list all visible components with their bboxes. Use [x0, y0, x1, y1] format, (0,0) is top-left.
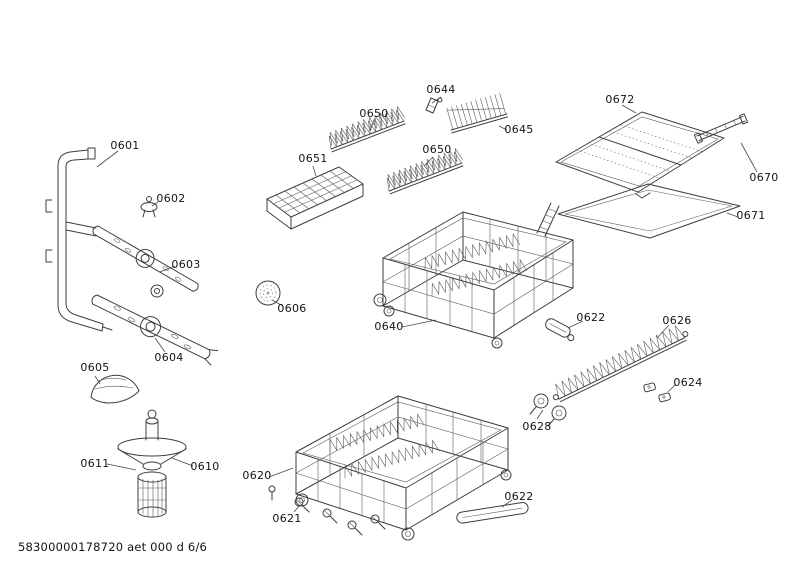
part-label-0628: 0628	[522, 420, 551, 433]
part-label-0601: 0601	[110, 139, 139, 152]
arm-bearing-drawing	[150, 284, 164, 298]
upper-spray-arm-drawing	[92, 225, 199, 292]
tine-rack-drawing-a	[325, 104, 406, 153]
lower-basket-drawing	[268, 395, 512, 541]
part-label-0621: 0621	[272, 512, 301, 525]
small-grid-tray-drawing	[266, 166, 364, 230]
part-label-0644: 0644	[426, 83, 455, 96]
cutlery-drawer-drawing	[555, 111, 725, 199]
plate-rack-drawing	[446, 92, 509, 134]
upper-basket-drawing	[373, 211, 574, 349]
bearing-cap-drawing	[545, 318, 575, 342]
part-labels: 0601 0602 0603 0604 0605 0606 0611 0610 …	[80, 83, 778, 525]
rail-drawing-0670	[693, 113, 749, 144]
part-label-0605: 0605	[80, 361, 109, 374]
part-label-0645: 0645	[504, 123, 533, 136]
spray-fan-drawing	[90, 374, 140, 404]
water-inlet-pipe-drawing	[45, 147, 113, 332]
part-label-0672: 0672	[605, 93, 634, 106]
part-label-0602: 0602	[156, 192, 185, 205]
spray-head-drawing	[140, 196, 158, 218]
part-label-0604: 0604	[154, 351, 183, 364]
part-label-0624: 0624	[673, 376, 702, 389]
slide-rail-drawing	[536, 202, 560, 237]
part-label-0650b: 0650	[422, 143, 451, 156]
part-label-0671: 0671	[736, 209, 765, 222]
part-label-0626: 0626	[662, 314, 691, 327]
tine-rack-drawing-b	[383, 146, 464, 195]
part-label-0611: 0611	[80, 457, 109, 470]
part-label-0603: 0603	[171, 258, 200, 271]
rollers-drawing	[529, 393, 567, 427]
part-label-0650a: 0650	[359, 107, 388, 120]
part-label-0622a: 0622	[576, 311, 605, 324]
part-label-0620: 0620	[242, 469, 271, 482]
filter-assembly-drawing	[117, 409, 187, 518]
part-label-0610: 0610	[190, 460, 219, 473]
part-label-0670: 0670	[749, 171, 778, 184]
tine-rail-drawing	[551, 323, 689, 403]
clips-drawing-0624	[643, 382, 671, 403]
handle-strip-drawing	[456, 502, 529, 524]
lower-spray-arm-drawing	[91, 294, 219, 366]
part-label-0622b: 0622	[504, 490, 533, 503]
strainer-drawing	[255, 280, 281, 306]
document-footer: 58300000178720 aet 000 d 6/6	[18, 540, 207, 554]
screws-drawing	[294, 497, 386, 536]
part-label-0640: 0640	[374, 320, 403, 333]
part-label-0606: 0606	[277, 302, 306, 315]
leader-lines	[94, 96, 758, 513]
part-label-0651: 0651	[298, 152, 327, 165]
clip-drawing-0644	[425, 97, 443, 114]
frame-drawing-0671	[557, 183, 741, 239]
